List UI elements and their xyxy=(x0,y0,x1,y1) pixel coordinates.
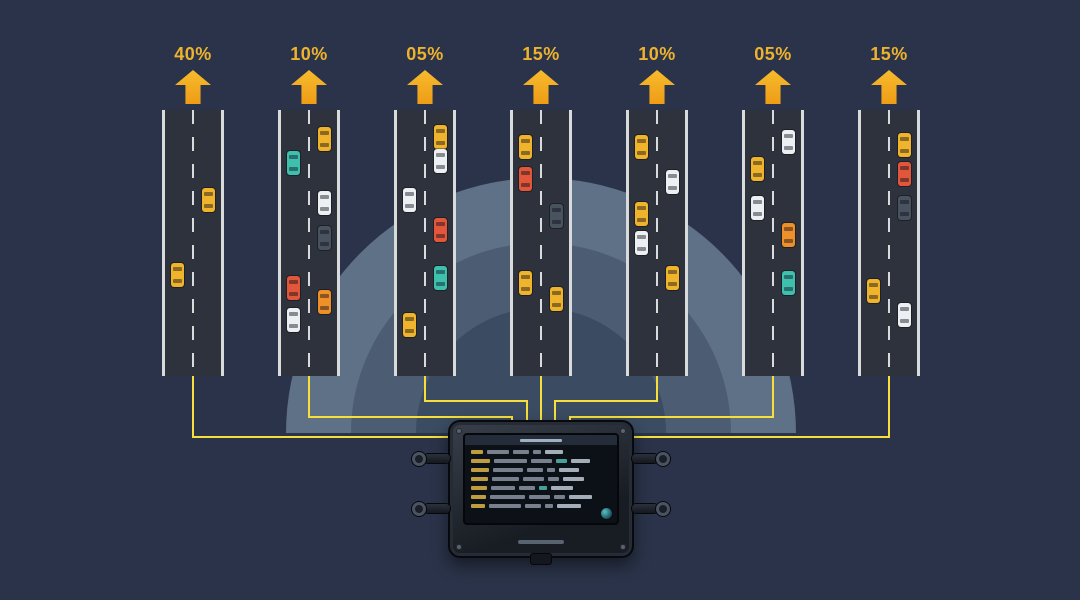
car-icon xyxy=(519,270,532,295)
screen-data-rows xyxy=(465,445,617,513)
screen-row xyxy=(471,449,611,455)
lane-divider xyxy=(888,110,890,376)
car-icon xyxy=(550,286,563,311)
car-icon xyxy=(434,124,447,149)
screen-row xyxy=(471,458,611,464)
car-icon xyxy=(519,135,532,160)
car-icon xyxy=(519,167,532,192)
device-brand-mark xyxy=(518,540,564,544)
car-icon xyxy=(751,196,764,221)
antenna-mount-icon xyxy=(424,454,450,463)
lane-percentage-label: 15% xyxy=(522,44,560,64)
bolt-icon xyxy=(456,428,462,434)
bolt-icon xyxy=(620,428,626,434)
lane-divider xyxy=(540,110,542,376)
lane-percentage-label: 10% xyxy=(638,44,676,64)
car-icon xyxy=(898,132,911,157)
car-icon xyxy=(666,169,679,194)
car-icon xyxy=(635,201,648,226)
car-icon xyxy=(782,129,795,154)
lane-percentage-label: 05% xyxy=(406,44,444,64)
lane-percentage-label: 05% xyxy=(754,44,792,64)
lane-percentage-label: 10% xyxy=(290,44,328,64)
car-icon xyxy=(287,276,300,301)
car-icon xyxy=(202,188,215,213)
car-icon xyxy=(867,278,880,303)
antenna-eyelet-icon xyxy=(412,452,426,466)
car-icon xyxy=(171,262,184,287)
car-icon xyxy=(635,135,648,160)
car-icon xyxy=(751,156,764,181)
lane-divider xyxy=(192,110,194,376)
antenna-eyelet-icon xyxy=(656,452,670,466)
road-lane xyxy=(162,110,224,376)
car-icon xyxy=(434,217,447,242)
car-icon xyxy=(318,127,331,152)
screen-row xyxy=(471,485,611,491)
road-lane xyxy=(394,110,456,376)
car-icon xyxy=(434,148,447,173)
bolt-icon xyxy=(456,544,462,550)
car-icon xyxy=(287,151,300,176)
car-icon xyxy=(782,270,795,295)
car-icon xyxy=(898,161,911,186)
car-icon xyxy=(635,231,648,255)
lane-divider xyxy=(424,110,426,376)
antenna-mount-icon xyxy=(424,504,450,513)
screen-row xyxy=(471,467,611,473)
car-icon xyxy=(666,265,679,290)
device-screen xyxy=(463,433,619,525)
screen-titlebar xyxy=(465,435,617,445)
antenna-eyelet-icon xyxy=(656,502,670,516)
car-icon xyxy=(434,265,447,290)
car-icon xyxy=(782,223,795,248)
car-icon xyxy=(318,225,331,250)
screen-row xyxy=(471,503,611,509)
car-icon xyxy=(898,302,911,327)
lane-divider xyxy=(656,110,658,376)
camera-lens-icon xyxy=(601,508,612,519)
traffic-monitor-device xyxy=(412,420,670,564)
lane-percentage-label: 40% xyxy=(174,44,212,64)
antenna-mount-icon xyxy=(632,504,658,513)
device-foot xyxy=(531,554,551,564)
car-icon xyxy=(318,191,331,216)
car-icon xyxy=(318,289,331,314)
car-icon xyxy=(550,204,563,229)
car-icon xyxy=(898,196,911,221)
car-icon xyxy=(403,188,416,213)
antenna-mount-icon xyxy=(632,454,658,463)
screen-row xyxy=(471,494,611,500)
car-icon xyxy=(287,308,300,333)
lane-divider xyxy=(772,110,774,376)
road-lane xyxy=(510,110,572,376)
antenna-eyelet-icon xyxy=(412,502,426,516)
screen-row xyxy=(471,476,611,482)
car-icon xyxy=(403,313,416,338)
lane-divider xyxy=(308,110,310,376)
bolt-icon xyxy=(620,544,626,550)
lane-percentage-label: 15% xyxy=(870,44,908,64)
